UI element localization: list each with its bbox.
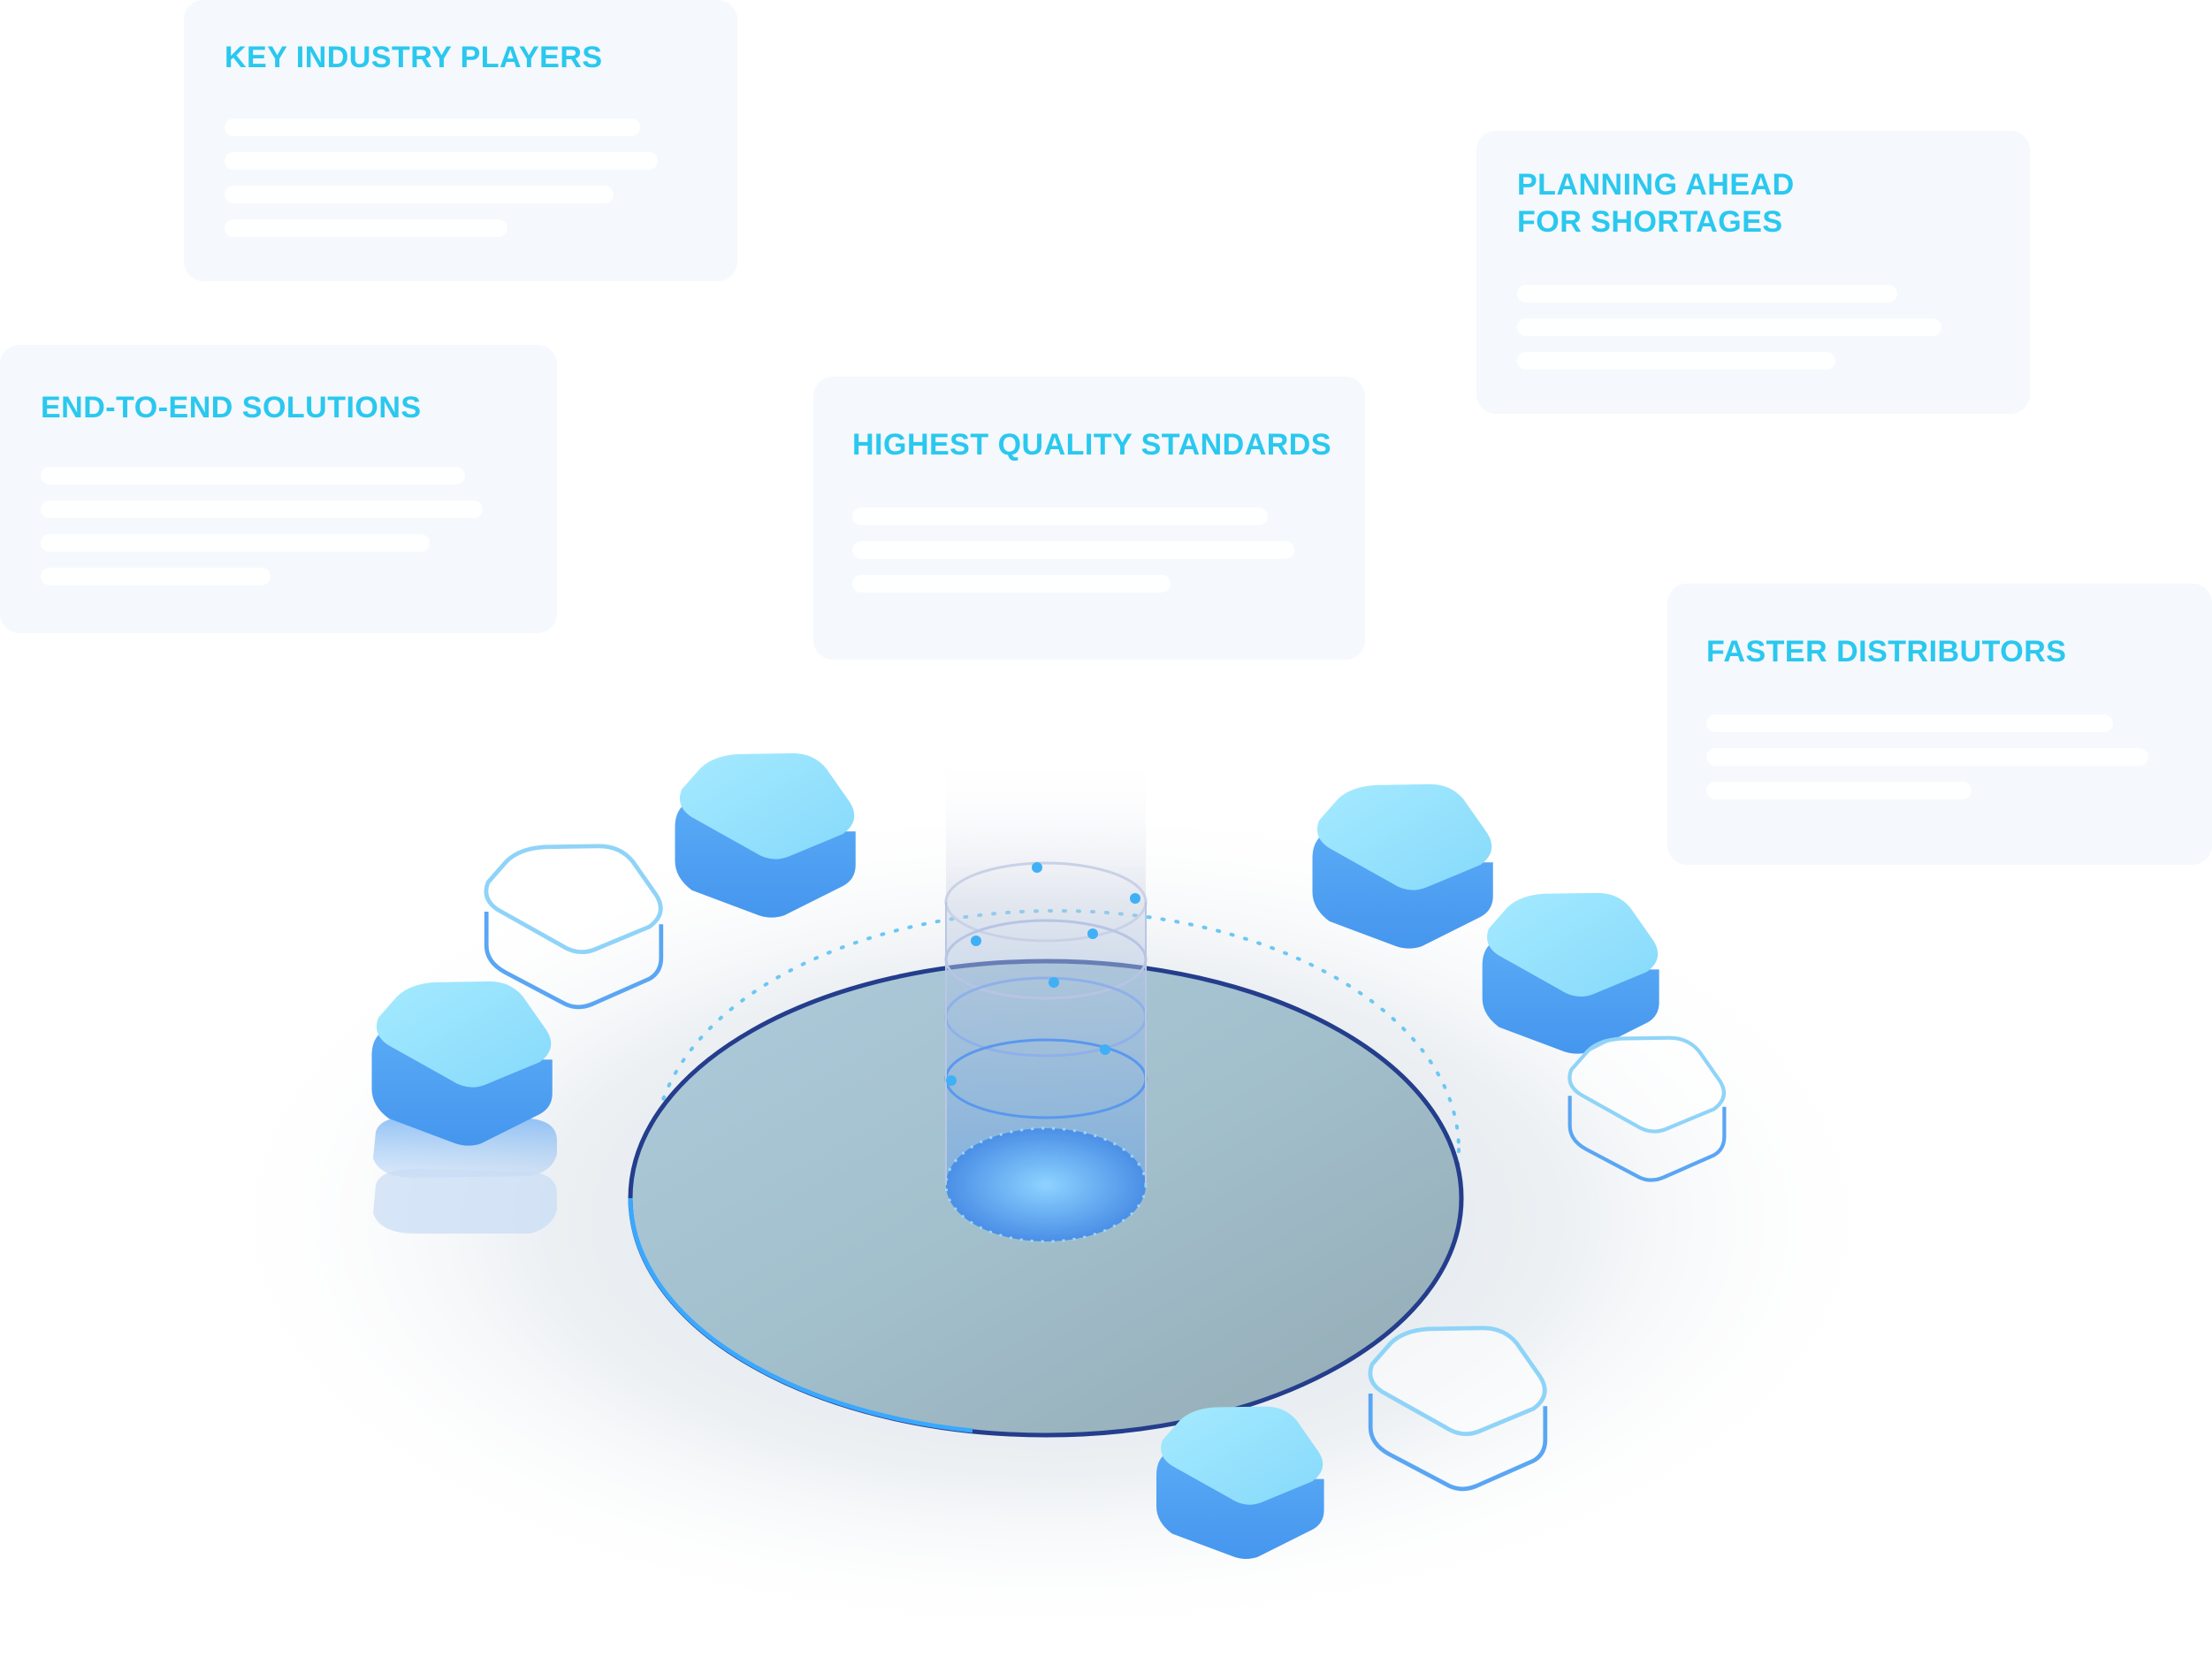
card-text-placeholder (1706, 782, 1972, 799)
card-text-placeholder (41, 500, 483, 518)
card-text-placeholder (852, 508, 1268, 525)
solid-tile-icon (1156, 1406, 1324, 1559)
solid-tile-icon (1482, 892, 1659, 1054)
card-text-placeholder (41, 467, 465, 485)
card-faster-distributors: FASTER DISTRIBUTORS (1667, 584, 2212, 865)
card-title: HIGHEST QUALITY STANDARDS (852, 428, 1332, 462)
card-text-placeholder (225, 186, 614, 203)
card-text-placeholder (41, 568, 271, 585)
card-text-placeholder (225, 152, 658, 170)
card-title: PLANNING AHEAD FOR SHORTAGES (1517, 168, 1795, 239)
card-text-placeholder (1517, 285, 1897, 302)
ghost-tile-stack (373, 1116, 557, 1234)
card-text-placeholder (225, 219, 507, 237)
card-text-placeholder (852, 541, 1294, 559)
card-end-to-end: END-TO-END SOLUTIONS (0, 345, 557, 633)
card-title: END-TO-END SOLUTIONS (41, 391, 422, 424)
card-text-placeholder (1517, 352, 1835, 370)
solid-tile-icon (675, 752, 856, 918)
solid-tile-icon (371, 981, 553, 1146)
card-title: FASTER DISTRIBUTORS (1706, 635, 2067, 668)
card-title: KEY INDUSTRY PLAYERS (225, 41, 603, 74)
central-beam-icon (944, 752, 1148, 1243)
card-key-industry-players: KEY INDUSTRY PLAYERS (184, 0, 737, 281)
card-text-placeholder (1517, 318, 1941, 336)
card-text-placeholder (41, 534, 430, 552)
card-text-placeholder (1706, 748, 2148, 766)
card-text-placeholder (1706, 714, 2113, 732)
solid-tile-icon (1312, 783, 1493, 949)
card-planning-ahead: PLANNING AHEAD FOR SHORTAGES (1476, 131, 2030, 414)
card-highest-quality: HIGHEST QUALITY STANDARDS (813, 377, 1365, 660)
platform-edge-highlight (628, 1197, 973, 1433)
card-text-placeholder (225, 118, 640, 136)
card-text-placeholder (852, 575, 1171, 592)
